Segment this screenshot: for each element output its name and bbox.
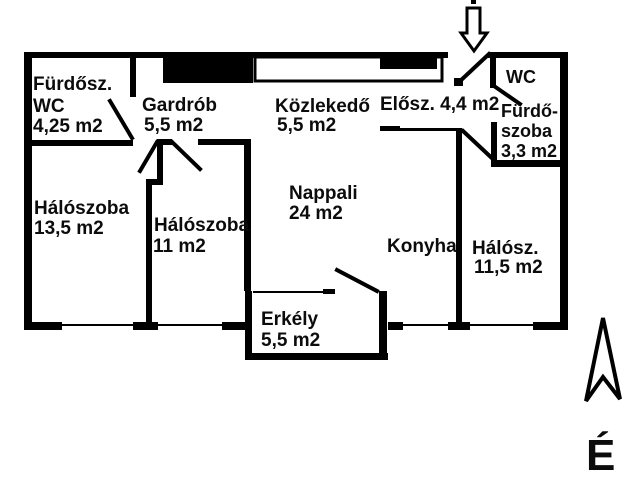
furniture-hallway-cabinet-block: [380, 58, 437, 69]
wall-entry-bottom-nub: [380, 126, 400, 131]
room-hallway-line1: Közlekedő: [275, 96, 370, 117]
north-arrow-icon: É: [584, 317, 622, 480]
door-wc: [491, 83, 523, 107]
room-balcony-line2: 5,5 m2: [261, 330, 320, 351]
wall-outer-right: [560, 52, 568, 330]
room-label-hallway: Közlekedő 5,5 m2: [275, 96, 370, 136]
wall-corridor-bottom: [198, 139, 250, 145]
wall-kitchen-bedroom3: [456, 128, 462, 322]
wall-bathroomwc-right: [130, 52, 136, 97]
wall-bottom-1: [24, 322, 62, 330]
room-bathroom-line2: szoba: [501, 121, 553, 141]
window-bedroom1: [62, 324, 133, 326]
room-label-bedroom1: Hálószoba 13,5 m2: [34, 198, 129, 239]
door-bathroomwc: [107, 98, 135, 141]
wall-bathroom-bottom: [491, 160, 568, 167]
room-living-line1: Nappali: [289, 183, 358, 204]
window-balcony: [253, 291, 323, 293]
room-label-bedroom2: Hálószoba 11 m2: [153, 215, 249, 257]
wall-bottom-4: [388, 322, 403, 330]
room-label-bedroom3: Hálósz. 11,5 m2: [472, 238, 543, 278]
down-arrow-icon: [458, 6, 490, 54]
wall-livingroom-left: [244, 139, 251, 291]
entrance-arrow-icon: [458, 0, 490, 54]
walls: [24, 52, 568, 360]
room-bathroom-line1: Fürdő-: [501, 101, 558, 121]
room-bedroom1-line1: Hálószoba: [34, 198, 129, 219]
wall-bathroomwc-bottom: [24, 140, 133, 146]
door-entrance: [455, 51, 492, 86]
wall-balcony-bottom: [245, 353, 388, 360]
room-label-balcony: Erkély 5,5 m2: [261, 309, 320, 351]
room-label-entry: Elősz. 4,4 m2: [380, 94, 499, 115]
wall-wardrobe-stub: [157, 139, 172, 145]
wall-bedroom-divider-upper: [157, 139, 163, 184]
room-balcony-line1: Erkély: [261, 309, 318, 330]
room-label-wc: WC: [506, 67, 536, 87]
wall-bathroom-left: [491, 122, 497, 163]
room-bedroom2-line2: 11 m2: [153, 236, 206, 257]
room-bathroom-wc-line3: 4,25 m2: [33, 116, 103, 137]
room-label-living-room: Nappali 24 m2: [289, 183, 358, 224]
room-bathroom-line3: 3,3 m2: [501, 141, 557, 161]
window-bedroom2: [158, 324, 222, 326]
room-bedroom2-line1: Hálószoba: [154, 215, 249, 236]
room-bedroom3-line2: 11,5 m2: [474, 257, 543, 278]
wall-bottom-5: [448, 322, 470, 330]
window-kitchen: [403, 324, 448, 326]
room-entry-line1: Elősz. 4,4 m2: [380, 94, 499, 115]
window-bedroom3: [470, 324, 533, 326]
room-bathroom-wc-line1: Fürdősz.: [33, 74, 112, 95]
room-label-bathroom: Fürdő- szoba 3,3 m2: [501, 101, 558, 161]
north-arrow-shape: [584, 317, 622, 403]
wall-entry-bottom-thin: [400, 128, 462, 131]
door-wardrobe-right: [169, 139, 203, 172]
door-wardrobe-left: [137, 139, 160, 174]
wall-bedroom-divider-jog: [146, 179, 163, 185]
wall-bottom-3: [222, 322, 249, 330]
entrance-arrow-tail-tick: [471, 0, 476, 4]
furniture-wardrobe-block: [163, 57, 253, 83]
wall-balcony-top-tick: [323, 289, 335, 294]
room-bedroom1-line2: 13,5 m2: [34, 218, 104, 239]
wall-outer-left: [24, 52, 32, 330]
room-label-wardrobe: Gardrób 5,5 m2: [142, 95, 217, 136]
room-bathroom-wc-line2: WC: [33, 96, 65, 117]
room-wc-line1: WC: [506, 67, 536, 87]
door-entry-kitchen: [460, 128, 498, 164]
wall-bottom-2: [133, 322, 158, 330]
room-wardrobe-line2: 5,5 m2: [144, 115, 203, 136]
room-label-bathroom-wc: Fürdősz. WC 4,25 m2: [33, 74, 112, 137]
room-hallway-line2: 5,5 m2: [277, 115, 336, 136]
wall-outer-top-right: [488, 52, 568, 58]
door-swings: [107, 51, 523, 294]
wall-bottom-6: [533, 322, 568, 330]
room-labels: Fürdősz. WC 4,25 m2 Gardrób 5,5 m2 Közle…: [33, 67, 558, 351]
wall-outer-top: [24, 52, 448, 58]
compass-label: É: [586, 430, 615, 480]
wall-balcony-left: [245, 291, 252, 360]
door-balcony: [334, 267, 380, 294]
room-living-line2: 24 m2: [289, 203, 343, 224]
room-label-kitchen: Konyha: [387, 236, 457, 257]
room-wardrobe-line1: Gardrób: [142, 95, 217, 116]
room-kitchen-line1: Konyha: [387, 236, 457, 257]
room-bedroom3-line1: Hálósz.: [472, 238, 539, 259]
wall-balcony-right: [379, 291, 387, 360]
wall-bedroom-divider-lower: [146, 184, 152, 322]
wall-wc-left: [490, 52, 496, 88]
